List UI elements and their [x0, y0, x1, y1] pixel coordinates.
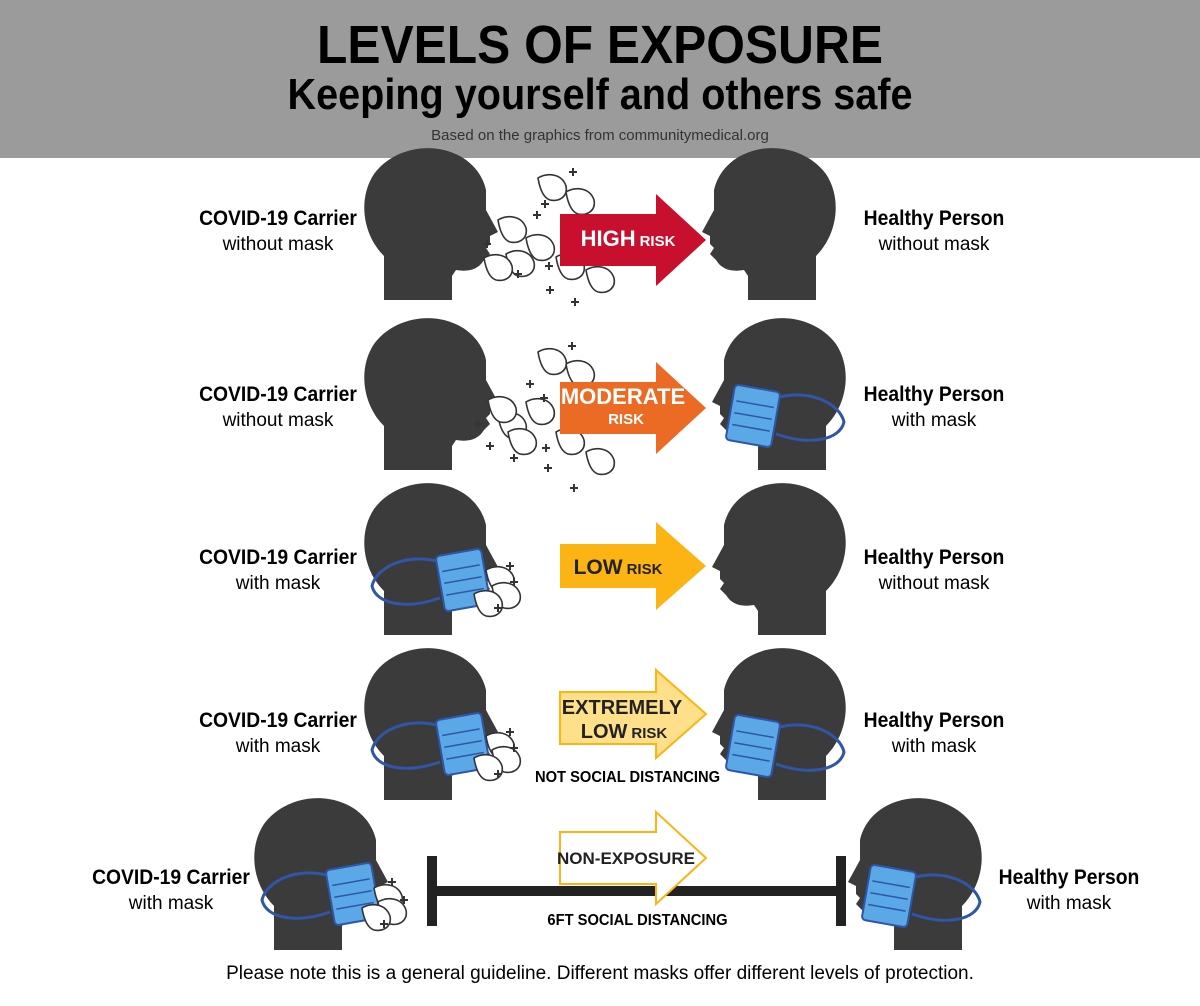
row2-carrier-label: COVID-19 Carrier without mask	[158, 382, 398, 433]
row1-carrier-label: COVID-19 Carrier without mask	[158, 206, 398, 257]
person-mask-status: without mask	[878, 573, 990, 594]
carrier-mask-status: with mask	[128, 893, 214, 914]
person-mask-status: with mask	[891, 410, 977, 431]
person-mask-status: with mask	[891, 736, 977, 757]
carrier-title: COVID-19 Carrier	[199, 383, 357, 406]
person-mask-status: with mask	[1026, 893, 1112, 914]
arrow-label-main: EXTREMELY	[562, 697, 683, 719]
person-title: Healthy Person	[998, 866, 1140, 889]
person-mask-status: without mask	[878, 234, 990, 255]
carrier-head-icon	[364, 148, 498, 300]
person-title: Healthy Person	[863, 383, 1005, 406]
person-head-icon	[712, 483, 846, 635]
row1-person-label: Healthy Person without mask	[814, 206, 1054, 257]
carrier-title: COVID-19 Carrier	[92, 866, 250, 889]
row4-carrier-label: COVID-19 Carrier with mask	[158, 708, 398, 759]
carrier-mask-status: with mask	[235, 736, 321, 757]
row3-person-label: Healthy Person without mask	[814, 545, 1054, 596]
row2-person-label: Healthy Person with mask	[814, 382, 1054, 433]
arrow-label-sub: RISK	[608, 411, 644, 428]
row3-carrier-label: COVID-19 Carrier with mask	[158, 545, 398, 596]
low-risk-arrow	[560, 522, 706, 610]
row5-carrier-label: COVID-19 Carrier with mask	[51, 865, 291, 916]
page-subtitle: Keeping yourself and others safe	[287, 70, 913, 119]
arrow-label-main: MODERATE	[561, 384, 685, 409]
source-credit: Based on the graphics from communitymedi…	[431, 127, 769, 144]
non-exposure-arrow	[559, 809, 708, 907]
arrow-label: NON-EXPOSURE	[557, 849, 695, 868]
social-distancing-caption: 6FT SOCIAL DISTANCING	[547, 912, 728, 929]
page-title: LEVELS OF EXPOSURE	[317, 15, 883, 75]
person-title: Healthy Person	[863, 207, 1005, 230]
row5-person-label: Healthy Person with mask	[949, 865, 1189, 916]
carrier-title: COVID-19 Carrier	[199, 546, 357, 569]
header-banner: LEVELS OF EXPOSURE Keeping yourself and …	[0, 0, 1200, 158]
carrier-head-icon	[364, 318, 498, 470]
carrier-mask-status: without mask	[222, 234, 334, 255]
person-title: Healthy Person	[863, 709, 1005, 732]
not-social-distancing-caption: NOT SOCIAL DISTANCING	[534, 769, 721, 786]
distance-bar	[427, 856, 846, 926]
row4-person-label: Healthy Person with mask	[814, 708, 1054, 759]
carrier-mask-status: with mask	[235, 573, 321, 594]
extremely-low-risk-arrow	[559, 667, 708, 761]
carrier-mask-status: without mask	[222, 410, 334, 431]
person-head-icon	[702, 148, 836, 300]
footnote: Please note this is a general guideline.…	[226, 963, 974, 984]
person-title: Healthy Person	[863, 546, 1005, 569]
moderate-risk-arrow	[560, 362, 706, 454]
high-risk-arrow	[560, 194, 706, 286]
carrier-title: COVID-19 Carrier	[199, 207, 357, 230]
carrier-title: COVID-19 Carrier	[199, 709, 357, 732]
